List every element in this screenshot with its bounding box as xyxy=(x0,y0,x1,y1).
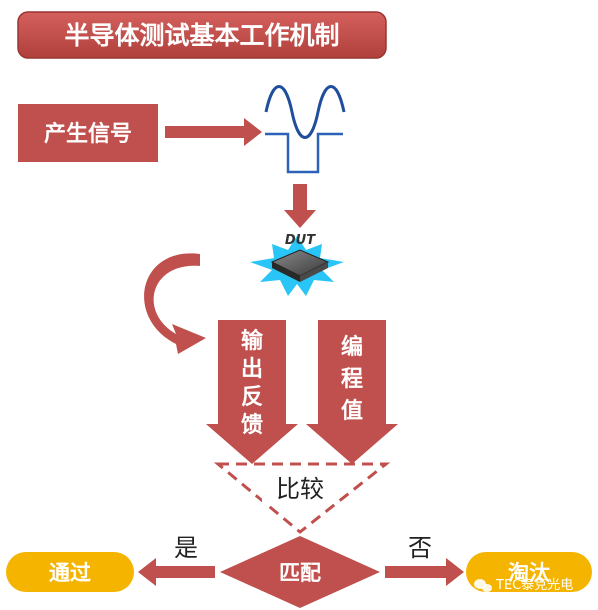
fail-label: 淘汰 xyxy=(508,561,551,585)
title-banner: 半导体测试基本工作机制 xyxy=(17,11,387,59)
fail-node: 淘汰 xyxy=(466,552,592,592)
programmed-value-char-2: 程 xyxy=(341,367,363,392)
arrow-to-signal xyxy=(165,118,262,146)
programmed-value-char-3: 值 xyxy=(341,398,363,424)
square-wave xyxy=(265,132,343,174)
arrow-to-dut xyxy=(284,184,316,228)
arrow-to-fail xyxy=(385,558,464,586)
yes-label: 是 xyxy=(174,534,198,562)
programmed-value-char-1: 编 xyxy=(341,334,363,360)
programmed-value-node: 编 程 值 xyxy=(306,320,398,464)
output-feedback-char-4: 馈 xyxy=(241,412,263,438)
signal-waveform xyxy=(264,85,346,174)
pass-node: 通过 xyxy=(6,552,134,592)
sine-wave xyxy=(264,85,346,139)
compare-triangle: 比较 xyxy=(213,462,391,534)
watermark: TEC泰克光电 xyxy=(474,578,573,593)
output-feedback-char-2: 出 xyxy=(241,357,263,382)
page-title: 半导体测试基本工作机制 xyxy=(64,21,339,50)
compare-label: 比较 xyxy=(276,475,324,503)
output-feedback-char-3: 反 xyxy=(241,385,263,410)
curved-feedback-arrow xyxy=(144,253,206,354)
watermark-text: TEC泰克光电 xyxy=(495,578,573,593)
dut-chip: DUT xyxy=(250,233,344,296)
match-node: 匹配 xyxy=(220,536,380,608)
pass-label: 通过 xyxy=(49,561,91,585)
output-feedback-char-1: 输 xyxy=(241,328,264,354)
output-feedback-node: 输 出 反 馈 xyxy=(206,320,298,464)
wechat-icon xyxy=(474,579,492,592)
match-label: 匹配 xyxy=(279,561,321,585)
arrow-to-pass xyxy=(138,558,215,586)
dut-label: DUT xyxy=(285,233,316,248)
generate-signal-label: 产生信号 xyxy=(44,121,132,147)
generate-signal-node: 产生信号 xyxy=(18,104,158,162)
no-label: 否 xyxy=(408,534,432,562)
